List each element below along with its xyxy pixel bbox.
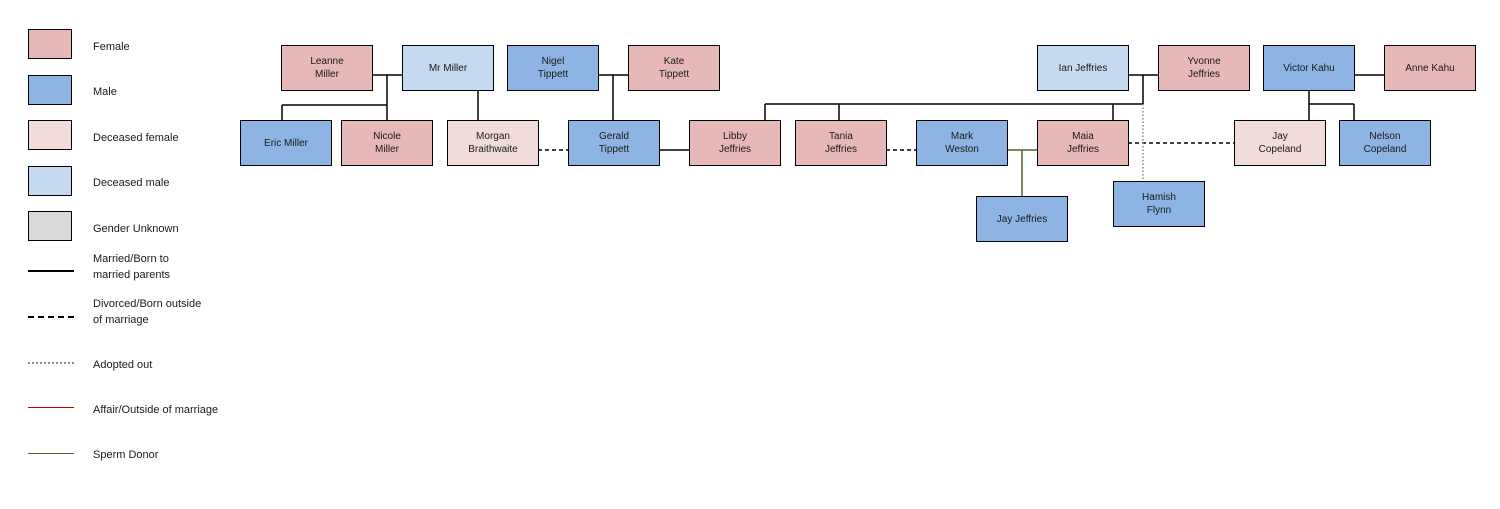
legend-swatch-male [28,75,72,105]
person-mr-miller: Mr Miller [402,45,494,91]
person-jay-copeland: Jay Copeland [1234,120,1326,166]
legend-label-affair: Affair/Outside of marriage [93,404,219,416]
person-libby-jeffries: Libby Jeffries [689,120,781,166]
legend-line-divorced [28,316,74,318]
person-kate-tippett: Kate Tippett [628,45,720,91]
legend-swatch-gender-unknown [28,211,72,241]
legend-line-sperm-donor [28,453,74,454]
person-nicole-miller: Nicole Miller [341,120,433,166]
person-yvonne-jeffries: Yvonne Jeffries [1158,45,1250,91]
person-ian-jeffries: Ian Jeffries [1037,45,1129,91]
person-nigel-tippett: Nigel Tippett [507,45,599,91]
legend-swatch-deceased-female [28,120,72,150]
legend-line-adopted [28,362,74,364]
legend-label-male: Male [93,86,117,98]
person-hamish-flynn: Hamish Flynn [1113,181,1205,227]
legend-label-deceased-female: Deceased female [93,132,179,144]
person-anne-kahu: Anne Kahu [1384,45,1476,91]
legend-label-married: Married/Born to married parents [93,253,171,281]
legend-swatch-female [28,29,72,59]
person-mark-weston: Mark Weston [916,120,1008,166]
person-maia-jeffries: Maia Jeffries [1037,120,1129,166]
person-morgan-braithwaite: Morgan Braithwaite [447,120,539,166]
person-nelson-copeland: Nelson Copeland [1339,120,1431,166]
legend-label-gender-unknown: Gender Unknown [93,223,179,235]
person-tania-jeffries: Tania Jeffries [795,120,887,166]
legend-label-sperm-donor: Sperm Donor [93,449,159,461]
legend-label-divorced: Divorced/Born outside of marriage [93,298,202,326]
legend-label-female: Female [93,41,130,53]
legend-label-adopted: Adopted out [93,359,153,371]
legend-label-deceased-male: Deceased male [93,177,170,189]
person-jay-jeffries: Jay Jeffries [976,196,1068,242]
person-victor-kahu: Victor Kahu [1263,45,1355,91]
legend-line-affair [28,407,74,408]
person-eric-miller: Eric Miller [240,120,332,166]
person-leanne-miller: Leanne Miller [281,45,373,91]
legend-line-married [28,270,74,272]
person-gerald-tippett: Gerald Tippett [568,120,660,166]
legend-swatch-deceased-male [28,166,72,196]
